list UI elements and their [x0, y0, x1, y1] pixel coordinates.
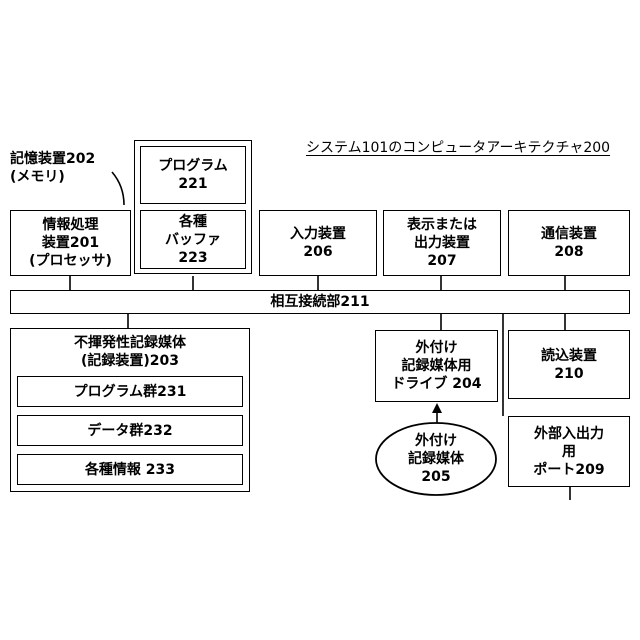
interconnect-bus: 相互接続部211 [10, 290, 630, 314]
memory-label-line2: (メモリ) [10, 168, 95, 186]
processor-line3: (プロセッサ) [29, 252, 112, 270]
communication-device-name: 通信装置 [541, 225, 597, 243]
media-drive-line2: 記録媒体用 [402, 357, 472, 375]
io-port-line2: 用 [562, 443, 576, 461]
reader-device-name: 読込装置 [541, 347, 597, 365]
storage-item-programs: プログラム群231 [17, 376, 243, 407]
reader-device-number: 210 [554, 365, 583, 383]
diagram-title: システム101のコンピュータアーキテクチャ200 [306, 137, 610, 157]
external-media-line2: 記録媒体 [408, 450, 464, 468]
input-device-number: 206 [303, 243, 332, 261]
output-device-line3: 207 [427, 252, 456, 270]
processor-box: 情報処理 装置201 (プロセッサ) [10, 210, 131, 276]
storage-item-programs-label: プログラム群231 [74, 383, 187, 401]
media-drive-line3: ドライブ 204 [391, 375, 481, 393]
buffer-box: 各種 バッファ 223 [140, 210, 246, 269]
memory-label: 記憶装置202 (メモリ) [10, 150, 95, 186]
program-number: 221 [178, 175, 207, 193]
output-device-line1: 表示または [407, 216, 477, 234]
buffer-line2: バッファ [165, 231, 221, 249]
input-device-box: 入力装置 206 [259, 210, 377, 276]
communication-device-number: 208 [554, 243, 583, 261]
external-media-label: 外付け 記録媒体 205 [376, 423, 496, 495]
program-box: プログラム 221 [140, 146, 246, 204]
storage-line2: (記録装置)203 [81, 352, 179, 370]
media-drive-line1: 外付け [416, 339, 458, 357]
storage-item-info: 各種情報 233 [17, 454, 243, 485]
external-media-line3: 205 [421, 468, 450, 486]
processor-line2: 装置201 [42, 234, 99, 252]
storage-item-data: データ群232 [17, 415, 243, 446]
storage-item-data-label: データ群232 [87, 422, 172, 440]
buffer-line1: 各種 [179, 213, 207, 231]
output-device-line2: 出力装置 [414, 234, 470, 252]
interconnect-bus-label: 相互接続部211 [270, 293, 369, 311]
media-drive-box: 外付け 記録媒体用 ドライブ 204 [375, 330, 498, 402]
output-device-box: 表示または 出力装置 207 [383, 210, 501, 276]
io-port-line3: ポート209 [533, 461, 604, 479]
external-media-line1: 外付け [415, 432, 457, 450]
storage-item-info-label: 各種情報 233 [85, 461, 175, 479]
storage-line1: 不揮発性記録媒体 [74, 334, 186, 352]
memory-label-line1: 記憶装置202 [10, 150, 95, 168]
input-device-name: 入力装置 [290, 225, 346, 243]
io-port-line1: 外部入出力 [534, 425, 604, 443]
reader-device-box: 読込装置 210 [508, 330, 630, 399]
buffer-line3: 223 [178, 249, 207, 267]
program-name: プログラム [158, 157, 228, 175]
communication-device-box: 通信装置 208 [508, 210, 630, 276]
processor-line1: 情報処理 [43, 216, 99, 234]
io-port-box: 外部入出力 用 ポート209 [508, 416, 630, 487]
